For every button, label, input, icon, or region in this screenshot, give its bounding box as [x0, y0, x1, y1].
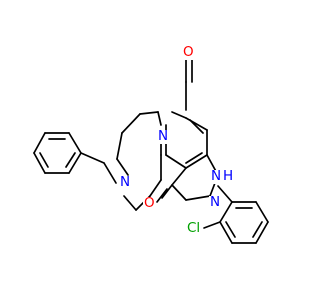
nitrogen-atom-pyrazole: N: [209, 194, 222, 210]
nitrogen-atom-ring-fusion: N: [157, 128, 170, 144]
pyridinone-ring: [165, 81, 208, 169]
oxygen-atom-top: O: [182, 44, 195, 60]
carbonyl-bottom-bond-a: [161, 184, 173, 199]
benzyl-ch2-bond-1: [80, 152, 105, 164]
molecule-structure-diagram: O O N N N H N Cl: [33, 44, 269, 244]
benzyl-ch2-bond-2: [103, 162, 117, 184]
c-cl-bond: [203, 221, 221, 229]
oxygen-atom-bottom: O: [143, 195, 156, 211]
n-aryl-bond: [217, 185, 233, 203]
nitrogen-atom-nh: N: [210, 168, 223, 184]
nitrogen-atom-benzyl: N: [119, 174, 132, 190]
benzyl-phenyl-ring: [33, 132, 82, 174]
diazepine-ring: [116, 111, 162, 211]
chlorine-atom: Cl: [186, 220, 202, 236]
carbonyl-bottom-bond-b: [156, 188, 168, 203]
chlorophenyl-ring: [219, 201, 269, 244]
bond-skeleton: [33, 59, 269, 244]
hydrogen-on-nitrogen: H: [222, 168, 235, 184]
